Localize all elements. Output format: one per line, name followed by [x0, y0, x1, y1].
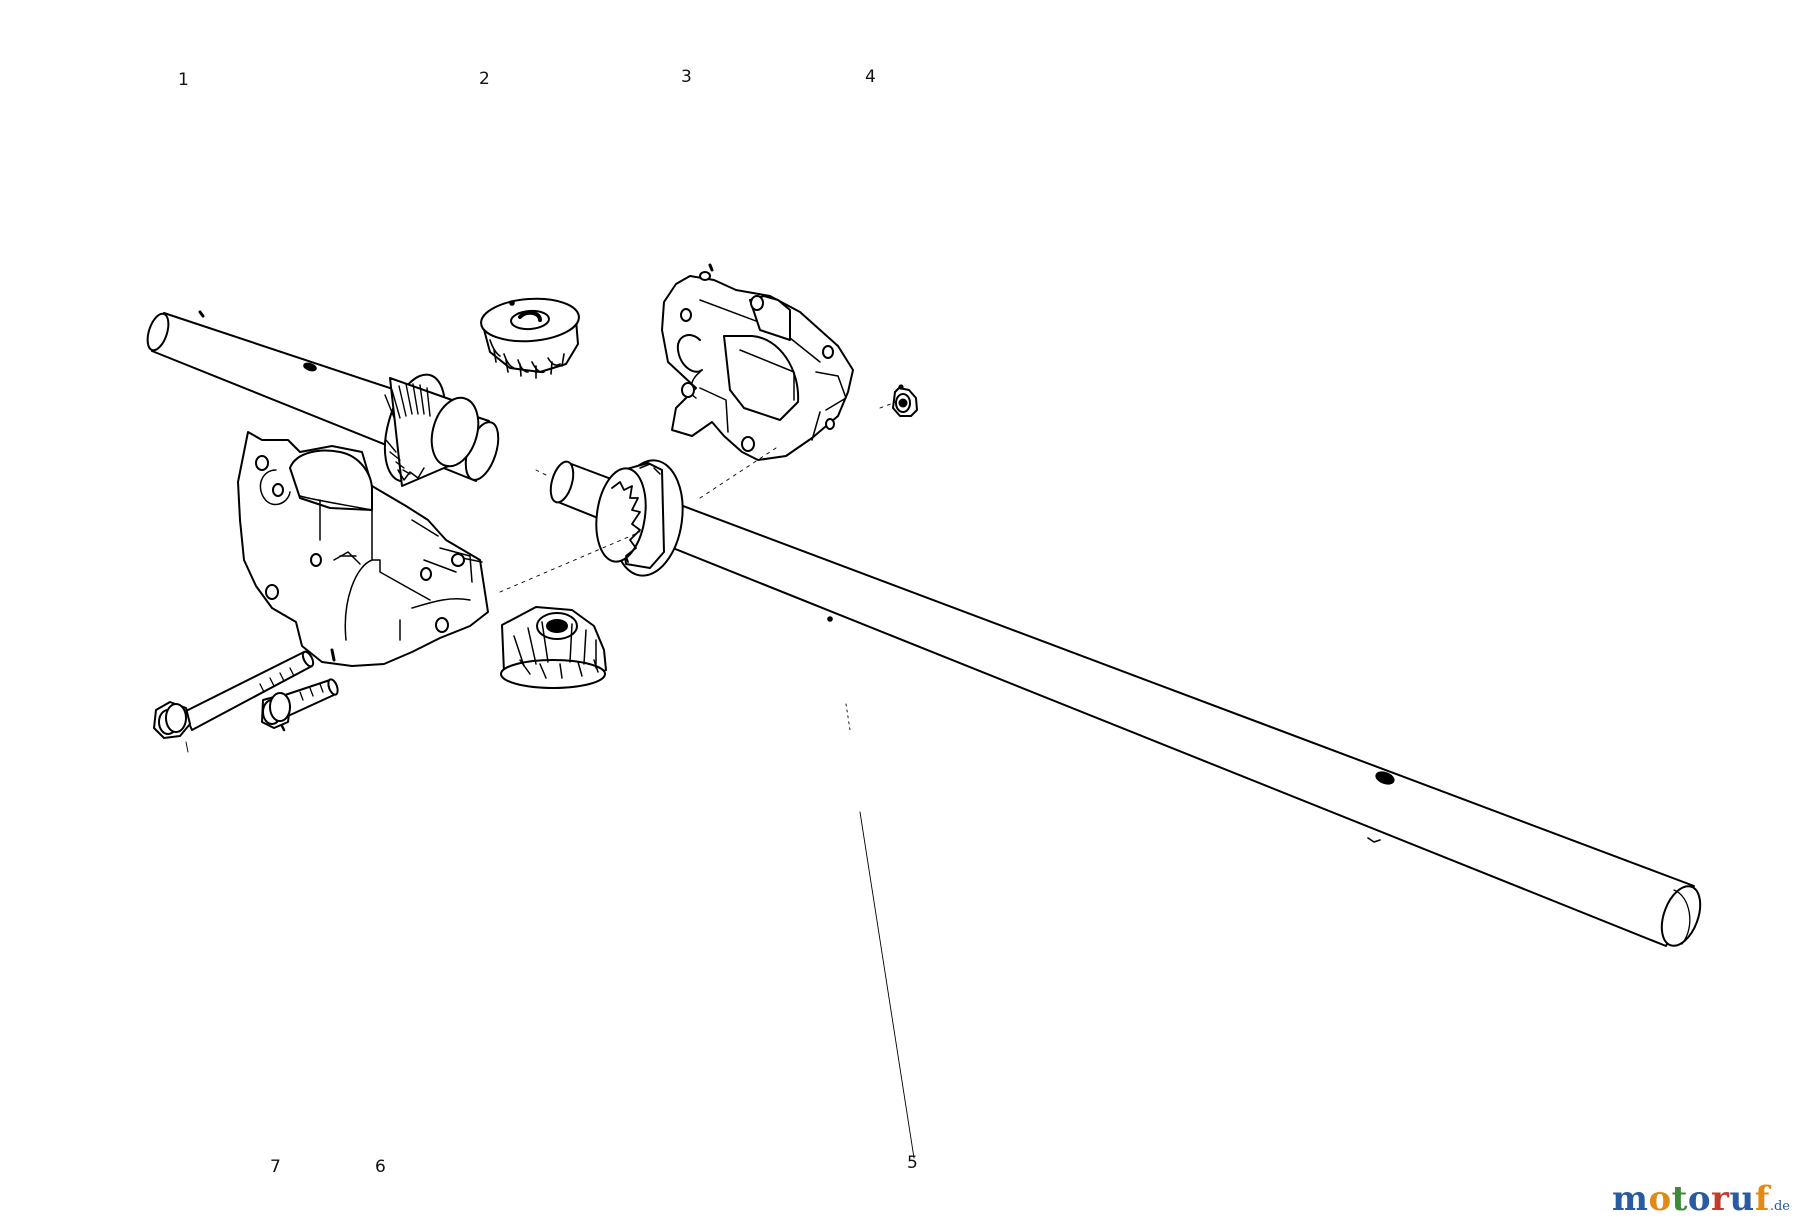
short-bolt-part-6	[261, 678, 339, 732]
gear-housing-lower-half	[237, 431, 489, 667]
callout-6: 6	[375, 1157, 386, 1177]
assembly-guide-lines	[499, 401, 897, 593]
gear-housing-upper-part-3	[661, 263, 854, 461]
leader-lines	[185, 703, 915, 1159]
callout-7: 7	[270, 1157, 281, 1177]
nut-part-4	[892, 384, 918, 417]
callout-5: 5	[907, 1153, 918, 1173]
long-bolt-part-7	[153, 650, 315, 739]
callout-3: 3	[681, 67, 692, 87]
bevel-gear-part-2	[480, 297, 580, 379]
short-shaft-part-1	[146, 310, 500, 487]
long-shaft-part-5	[549, 459, 1702, 947]
callout-1: 1	[178, 70, 189, 90]
callout-2: 2	[479, 69, 490, 89]
bevel-gear-lower	[500, 606, 607, 689]
callout-4: 4	[865, 67, 876, 87]
splined-gear-on-long-shaft	[595, 459, 684, 577]
motoruf-watermark-logo: motoruf.de	[1611, 1179, 1790, 1219]
bevel-gear-on-short-shaft	[383, 373, 480, 487]
